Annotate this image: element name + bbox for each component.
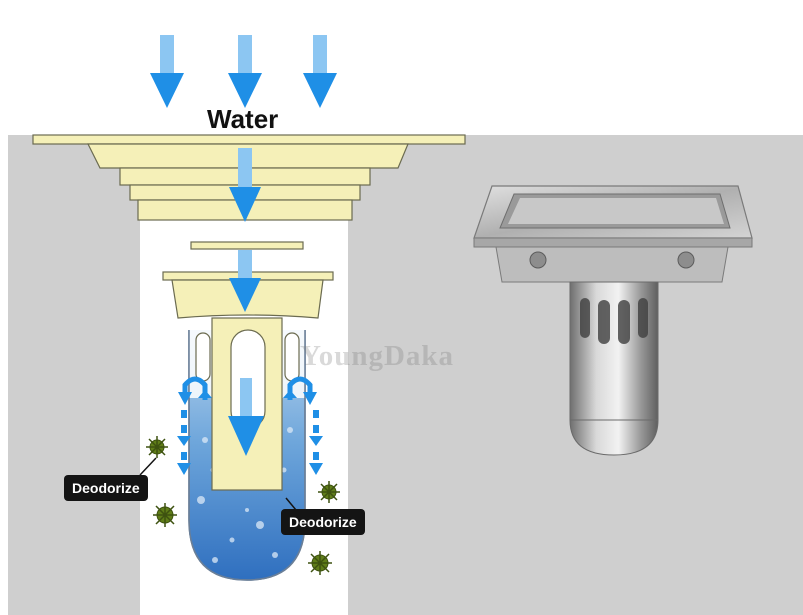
u-turn-arrow-icon xyxy=(287,376,313,400)
down-arrow-icon xyxy=(229,250,261,312)
down-arrow-icon xyxy=(228,35,262,108)
bacteria-icon xyxy=(318,481,340,503)
down-arrow-icon xyxy=(303,35,337,108)
overflow-arrows xyxy=(182,376,313,400)
deodorize-label-right: Deodorize xyxy=(281,509,365,535)
dashed-flow-right xyxy=(309,410,323,475)
bacteria-icon xyxy=(308,551,332,575)
dashed-flow-left xyxy=(177,410,191,475)
central-flow-arrows xyxy=(228,148,264,456)
incoming-water-arrows xyxy=(150,35,337,108)
bacteria-group xyxy=(146,436,340,575)
side-slots xyxy=(195,332,300,382)
down-arrow-icon xyxy=(150,35,184,108)
bacteria-icon xyxy=(153,503,177,527)
deodorize-label-left: Deodorize xyxy=(64,475,148,501)
water-label: Water xyxy=(207,104,279,134)
label-pointers xyxy=(139,457,297,511)
u-turn-arrow-icon xyxy=(182,376,208,400)
down-arrow-icon xyxy=(228,378,264,456)
inner-tube xyxy=(211,317,283,491)
brand-watermark: YoungDaka xyxy=(300,340,455,372)
product-image xyxy=(473,185,753,456)
down-arrow-icon xyxy=(229,148,261,222)
overflow-arrowheads xyxy=(178,390,317,405)
bacteria-icon xyxy=(146,436,168,458)
